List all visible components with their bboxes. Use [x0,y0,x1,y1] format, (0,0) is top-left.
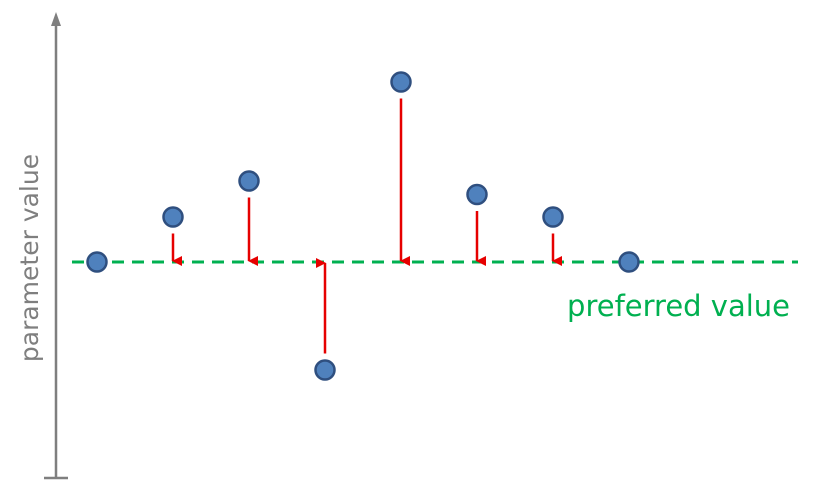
deviation-arrows [171,98,562,354]
y-axis [44,12,68,480]
y-axis-arrowhead [51,12,61,26]
data-point [314,359,336,381]
data-points [86,71,640,381]
data-point [162,206,184,228]
preferred-value-label: preferred value [567,289,790,323]
data-point [618,251,640,273]
data-point [542,206,564,228]
data-point [390,71,412,93]
y-axis-label: parameter value [15,154,44,362]
data-point [86,251,108,273]
data-point [238,170,260,192]
data-point [466,183,488,206]
